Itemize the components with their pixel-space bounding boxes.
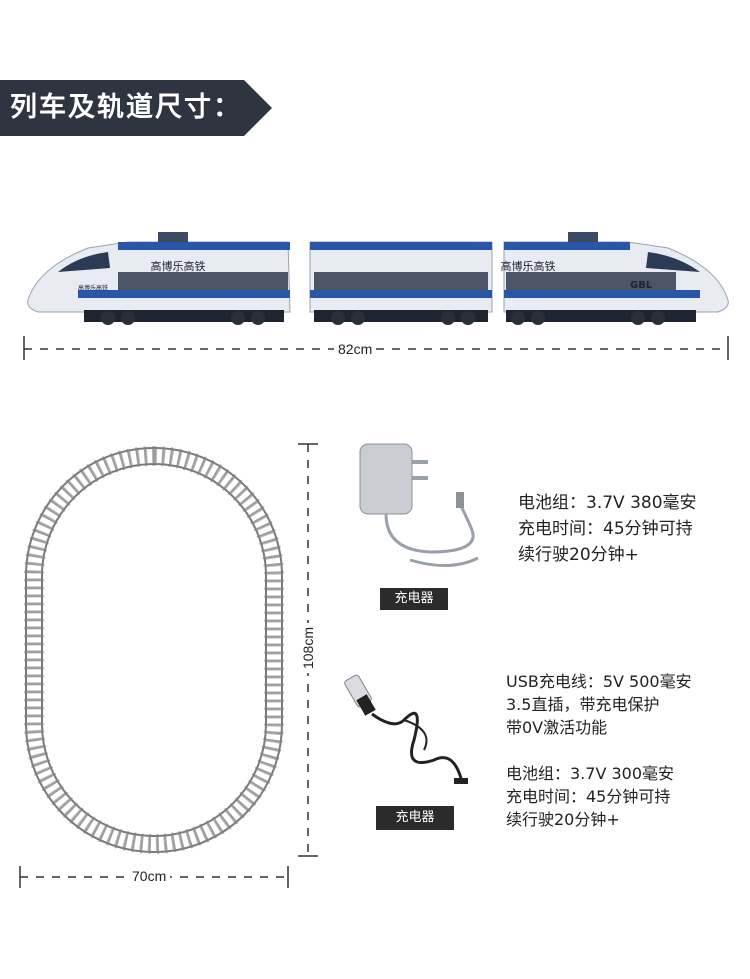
train-name-front: 高博乐高铁 bbox=[151, 259, 206, 273]
charger-tag-2: 充电器 bbox=[376, 806, 454, 830]
track-height-label: 108cm bbox=[300, 622, 317, 674]
usb-cable-image bbox=[344, 674, 468, 784]
charger-2-line: 3.5直插，带充电保护 bbox=[506, 695, 660, 714]
train-image: 高博乐高铁 高博乐高铁 高博乐高铁 GBL GAOBOLE GAOBOLE bbox=[27, 232, 729, 325]
train-name-rear: 高博乐高铁 bbox=[501, 259, 556, 273]
train-brand-front: GAOBOLE bbox=[232, 301, 261, 308]
charger-2-line: USB充电线：5V 500毫安 bbox=[506, 672, 692, 691]
charger-2-info-battery: 电池组：3.7V 300毫安 充电时间：45分钟可持 续行驶20分钟+ bbox=[506, 762, 674, 831]
track-oval bbox=[24, 446, 284, 854]
track-width-label: 70cm bbox=[128, 868, 171, 884]
header-banner bbox=[0, 80, 272, 136]
charger-2-line: 电池组：3.7V 300毫安 bbox=[506, 764, 675, 783]
charger-2-line: 带0V激活功能 bbox=[506, 718, 608, 737]
wall-charger-image bbox=[359, 443, 479, 568]
train-code: GBL bbox=[630, 280, 653, 291]
charger-2-info-usb: USB充电线：5V 500毫安 3.5直插，带充电保护 带0V激活功能 bbox=[506, 670, 692, 739]
page-title: 列车及轨道尺寸： bbox=[10, 92, 242, 123]
train-rear-car bbox=[503, 232, 729, 325]
train-middle-car bbox=[309, 241, 493, 325]
train-brand-rear: GAOBOLE bbox=[508, 301, 537, 308]
train-length-label: 82cm bbox=[334, 341, 377, 357]
track-height-dimension bbox=[298, 443, 318, 857]
charger-1-line: 电池组：3.7V 380毫安 bbox=[518, 493, 697, 513]
charger-1-line: 充电时间：45分钟可持 bbox=[518, 519, 693, 539]
charger-2-line: 续行驶20分钟+ bbox=[506, 810, 620, 829]
train-front-car bbox=[27, 232, 291, 325]
charger-2-line: 充电时间：45分钟可持 bbox=[506, 787, 671, 806]
charger-1-line: 续行驶20分钟+ bbox=[518, 545, 639, 565]
charger-1-info: 电池组：3.7V 380毫安 充电时间：45分钟可持 续行驶20分钟+ bbox=[518, 490, 697, 568]
charger-tag-1: 充电器 bbox=[380, 588, 448, 610]
train-logo-front: 高博乐高铁 bbox=[78, 284, 108, 292]
